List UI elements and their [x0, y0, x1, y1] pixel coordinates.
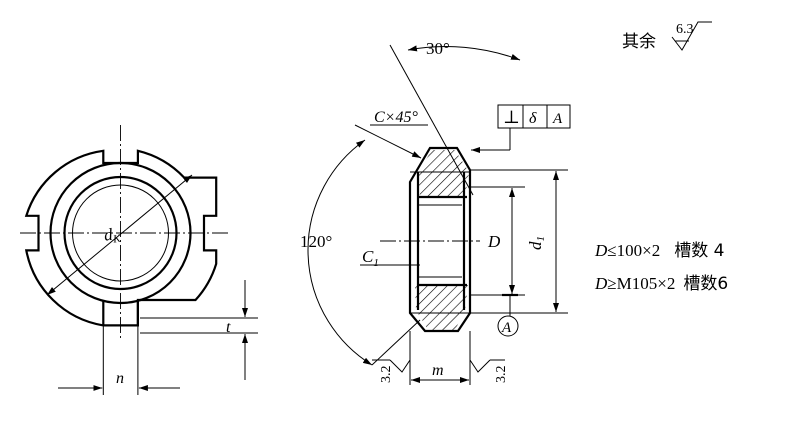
angle-120-label: 120° [300, 232, 332, 251]
general-roughness-text: 其余 [622, 32, 656, 52]
upper-hatch [418, 150, 469, 197]
tolerance-value: δ [529, 110, 537, 127]
front-view: dK t n [20, 125, 258, 395]
lower-hatch [415, 285, 468, 330]
d1-label: d1 [526, 236, 547, 250]
svg-text:3.2: 3.2 [379, 366, 394, 384]
svg-text:3.2: 3.2 [494, 366, 509, 384]
c1-label: C1 [362, 247, 379, 269]
roughness-symbol-right: 3.2 [469, 359, 509, 384]
angle-30-label: 30° [426, 39, 450, 58]
chamfer-label: C×45° [374, 109, 418, 126]
perpendicularity-symbol: ⊥ [503, 107, 520, 127]
roughness-symbol-left: 3.2 [372, 359, 411, 384]
tolerance-frame: ⊥ δ A [471, 104, 571, 153]
dk-dimension-line [46, 174, 193, 296]
t-label: t [226, 319, 231, 336]
dk-label: dK [103, 224, 122, 247]
general-roughness: 其余 6.3 [622, 21, 712, 52]
tolerance-datum: A [552, 111, 563, 127]
D-label: D [487, 232, 501, 251]
section-contour [408, 146, 472, 333]
datum-label: A [501, 320, 512, 336]
section-view: 30° C×45° 120° C1 D d1 A [300, 39, 568, 385]
datum-circle [497, 315, 519, 337]
general-roughness-value: 6.3 [676, 22, 694, 37]
m-label: m [432, 362, 444, 379]
n-label: n [116, 370, 124, 387]
